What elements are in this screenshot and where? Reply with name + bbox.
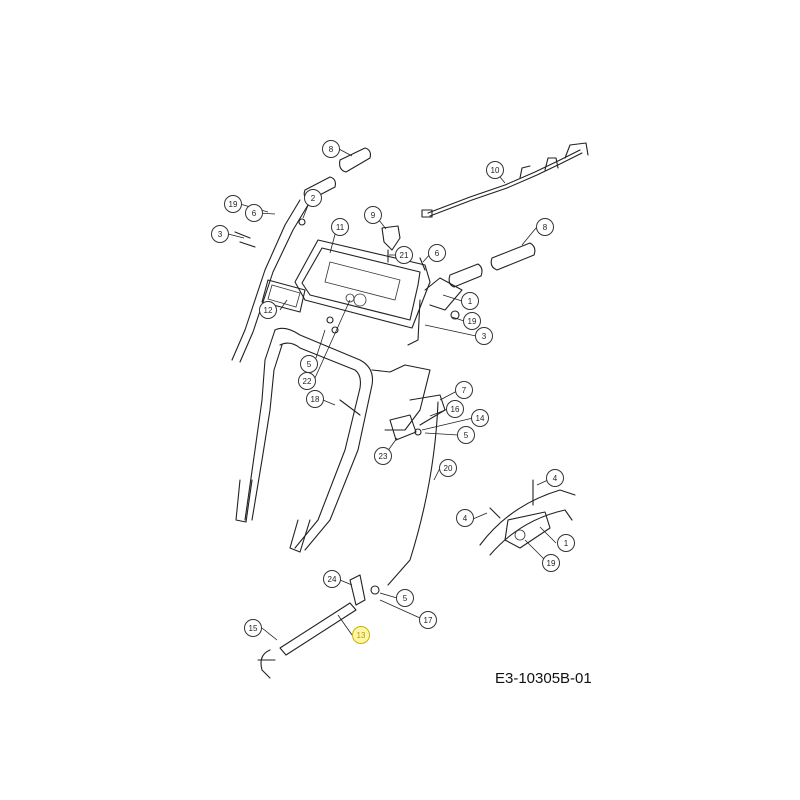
callout-label: 19	[468, 317, 477, 326]
parts-drawing	[231, 142, 589, 679]
chute-bracket	[389, 394, 446, 441]
callout-3: 3	[211, 225, 229, 243]
callout-label: 8	[329, 145, 334, 154]
wiring-harness	[421, 142, 589, 218]
detail-inset	[479, 479, 576, 556]
callout-label: 1	[564, 539, 569, 548]
callout-19: 19	[224, 195, 242, 213]
callout-19: 19	[463, 312, 481, 330]
callout-label: 12	[264, 306, 273, 315]
callout-label: 18	[311, 395, 320, 404]
callout-label: 4	[553, 474, 558, 483]
right-handle-grip	[448, 242, 536, 288]
callout-label: 19	[229, 200, 238, 209]
callout-1: 1	[461, 292, 479, 310]
callout-label: 4	[463, 514, 468, 523]
callout-label: 15	[249, 624, 258, 633]
callout-label: 14	[476, 414, 485, 423]
callout-label: 6	[435, 249, 440, 258]
callout-5: 5	[457, 426, 475, 444]
callout-label: 1	[468, 297, 473, 306]
callout-label: 8	[543, 223, 548, 232]
callout-19: 19	[542, 554, 560, 572]
callout-label: 20	[444, 464, 453, 473]
callout-label: 24	[328, 575, 337, 584]
callout-label: 2	[311, 194, 316, 203]
callout-label: 5	[307, 360, 312, 369]
callout-7: 7	[455, 381, 473, 399]
callout-5: 5	[396, 589, 414, 607]
callout-label: 11	[336, 223, 345, 232]
callout-17: 17	[419, 611, 437, 629]
shift-rod	[257, 574, 380, 679]
callout-label: 21	[400, 251, 409, 260]
callout-6: 6	[428, 244, 446, 262]
callout-label: 6	[252, 209, 257, 218]
callout-label: 16	[451, 405, 460, 414]
callout-4: 4	[546, 469, 564, 487]
callout-22: 22	[298, 372, 316, 390]
callout-label: 10	[491, 166, 500, 175]
upper-handle-frame	[231, 199, 463, 363]
callout-9: 9	[364, 206, 382, 224]
ignition-key	[381, 225, 401, 263]
callout-23: 23	[374, 447, 392, 465]
callout-3: 3	[475, 327, 493, 345]
callout-label: 17	[424, 616, 433, 625]
callout-label: 9	[371, 211, 376, 220]
leader-lines	[227, 148, 557, 641]
callout-18: 18	[306, 390, 324, 408]
callout-label: 22	[303, 377, 312, 386]
callout-label: 7	[462, 386, 467, 395]
callout-15: 15	[244, 619, 262, 637]
lower-handle-frame	[235, 327, 431, 553]
callout-16: 16	[446, 400, 464, 418]
callout-14: 14	[471, 409, 489, 427]
callout-label: 19	[547, 559, 556, 568]
callout-24: 24	[323, 570, 341, 588]
callout-label: 5	[464, 431, 469, 440]
drawing-code: E3-10305B-01	[495, 670, 592, 687]
dash-panel	[294, 239, 431, 329]
callout-label: 23	[379, 452, 388, 461]
callout-label: 3	[482, 332, 487, 341]
callout-4: 4	[456, 509, 474, 527]
callout-12: 12	[259, 301, 277, 319]
callout-8: 8	[322, 140, 340, 158]
callout-10: 10	[486, 161, 504, 179]
callout-1: 1	[557, 534, 575, 552]
shift-cable	[387, 401, 439, 586]
callout-2: 2	[304, 189, 322, 207]
callout-5: 5	[300, 355, 318, 373]
left-handle-grip	[303, 147, 371, 201]
callout-label: 3	[218, 230, 223, 239]
callout-20: 20	[439, 459, 457, 477]
callout-11: 11	[331, 218, 349, 236]
callout-6: 6	[245, 204, 263, 222]
callout-8: 8	[536, 218, 554, 236]
callout-21: 21	[395, 246, 413, 264]
headlight	[261, 279, 306, 313]
callout-13: 13	[352, 626, 370, 644]
callout-label: 13	[357, 631, 366, 640]
fasteners	[234, 218, 460, 436]
callout-label: 5	[403, 594, 408, 603]
